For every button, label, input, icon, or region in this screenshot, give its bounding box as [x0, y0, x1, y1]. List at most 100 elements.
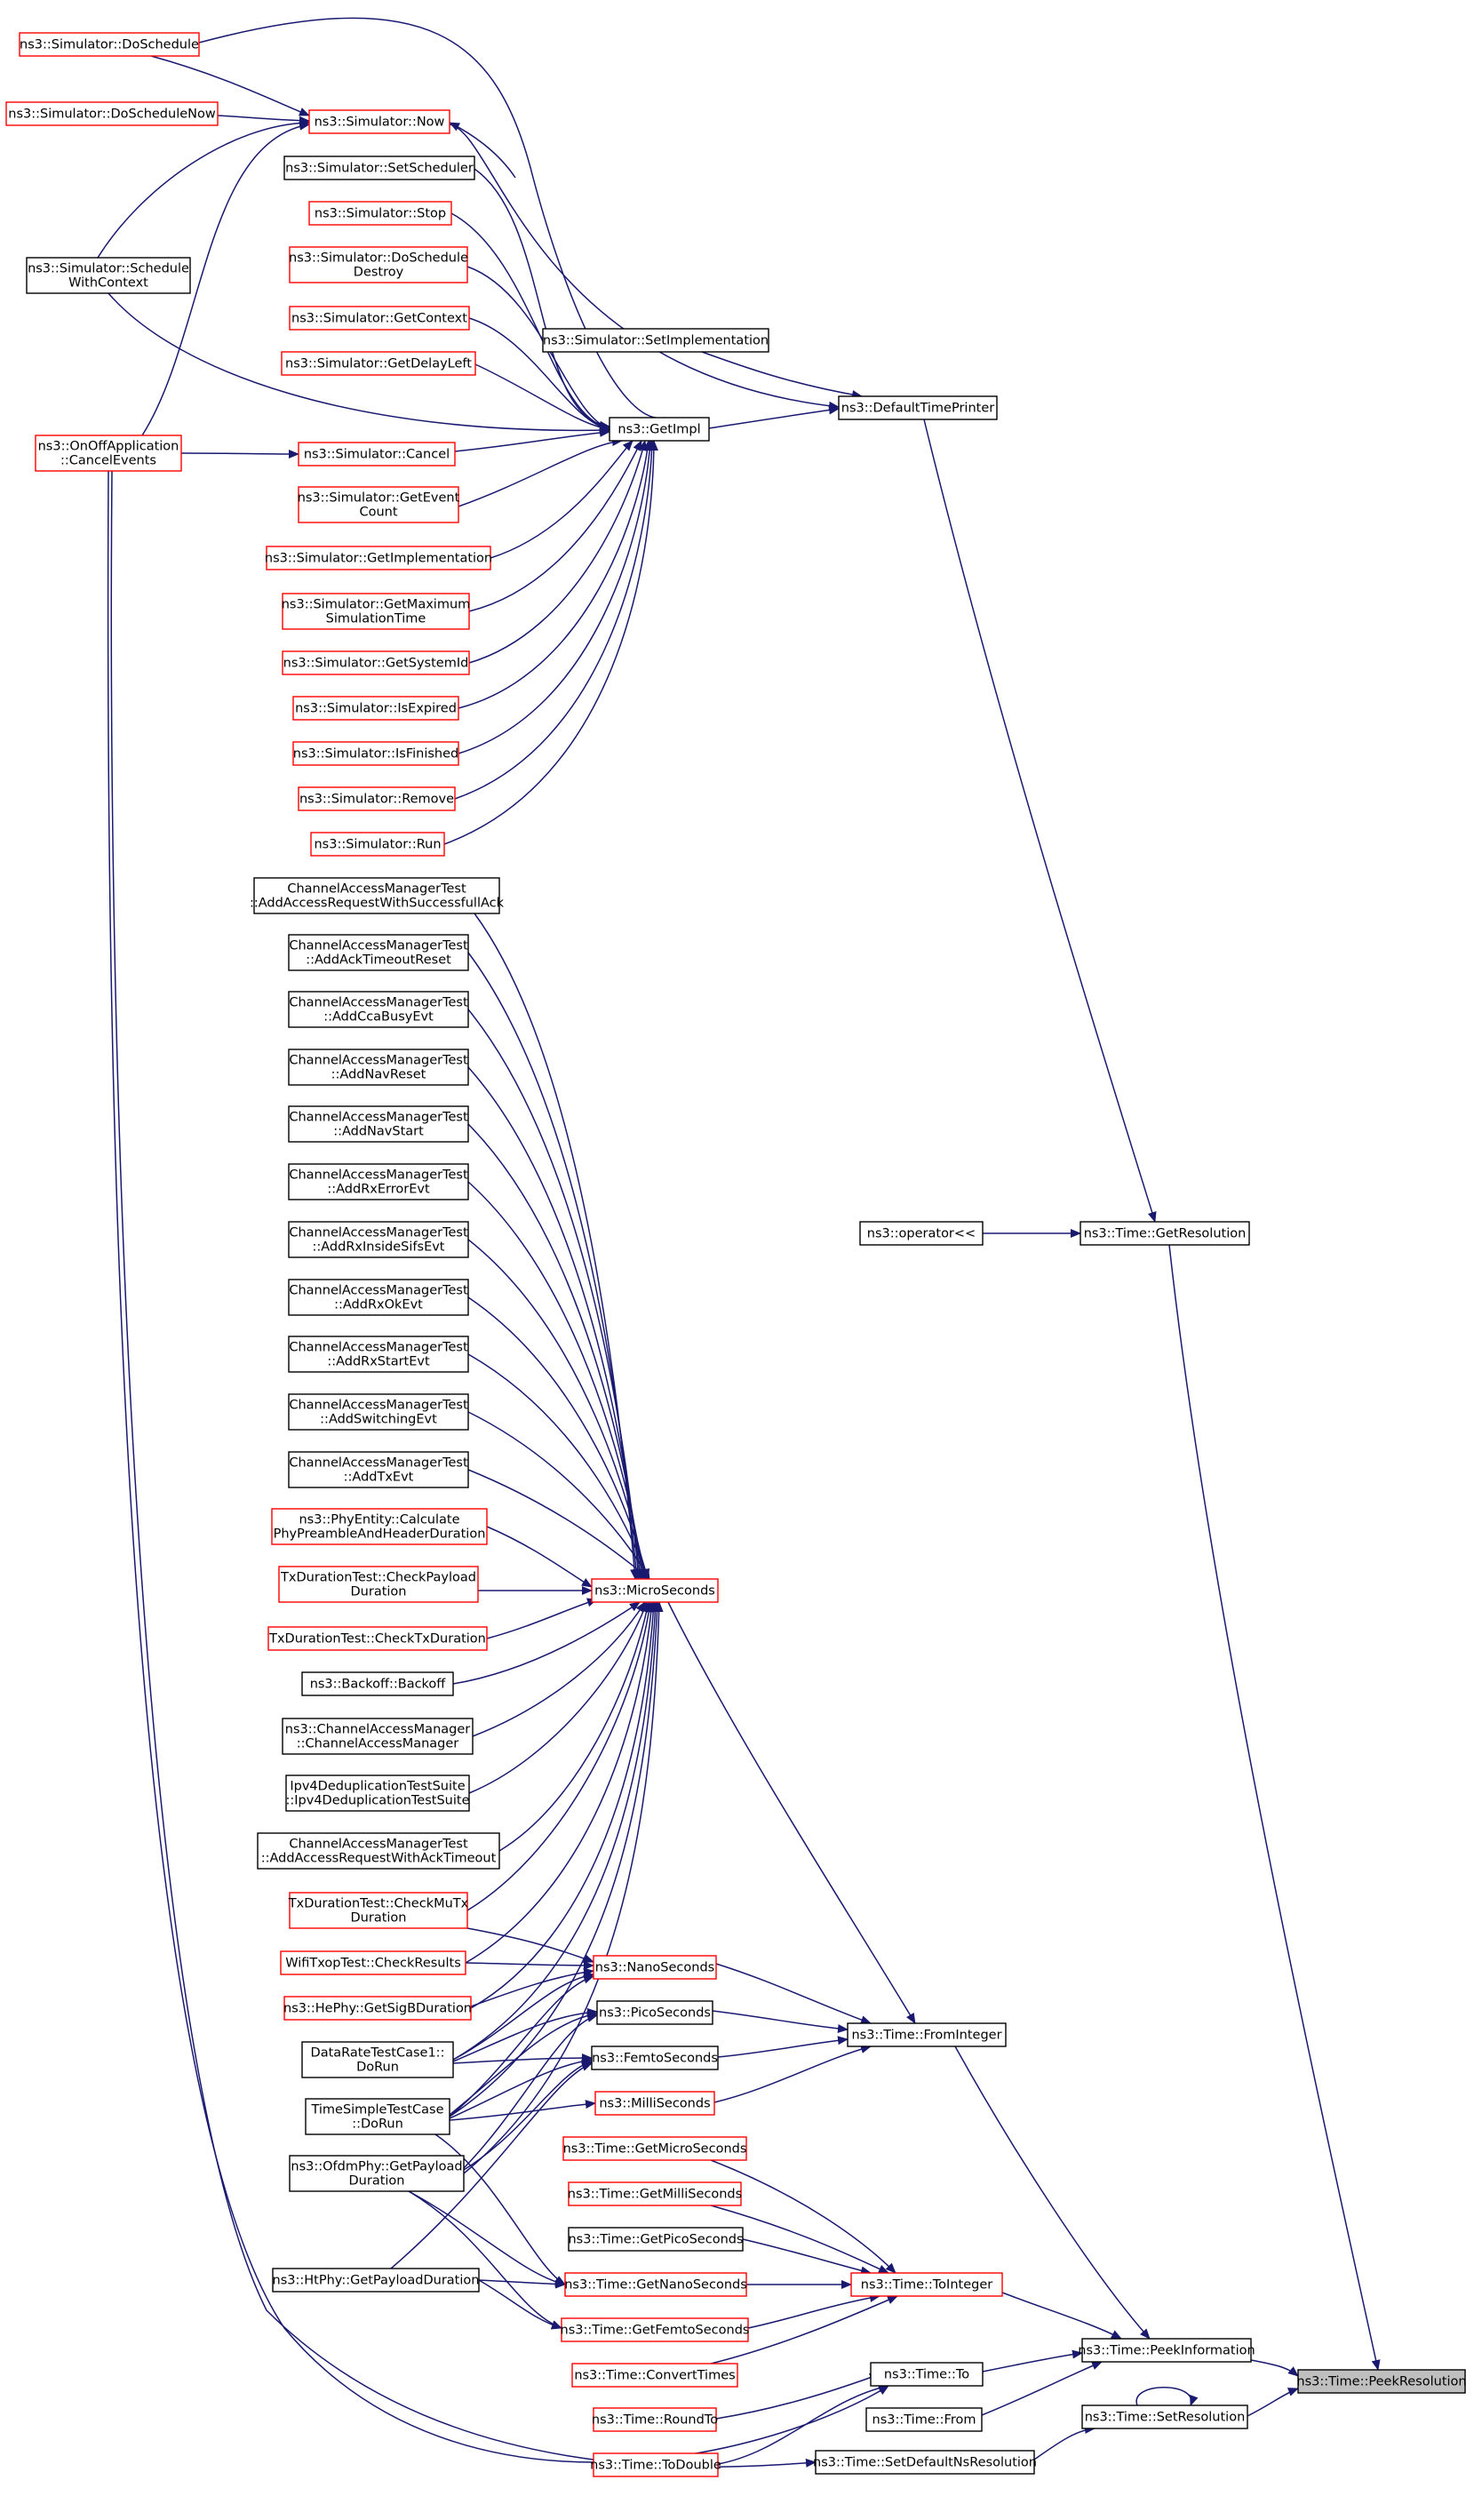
node-camt-succ[interactable]: ChannelAccessManagerTest::AddAccessReque…	[250, 877, 505, 914]
node-box[interactable]	[301, 2041, 454, 2078]
node-cam[interactable]: ns3::ChannelAccessManager::ChannelAccess…	[282, 1718, 474, 1755]
node-now[interactable]: ns3::Simulator::Now	[308, 109, 450, 134]
node-box[interactable]	[289, 306, 470, 331]
node-box[interactable]	[542, 328, 769, 353]
node-box[interactable]	[288, 934, 469, 971]
node-box[interactable]	[591, 2046, 719, 2070]
node-setres[interactable]: ns3::Time::SetResolution	[1081, 2404, 1248, 2429]
node-hephy[interactable]: ns3::HePhy::GetSigBDuration	[283, 1996, 472, 2021]
node-isexpired[interactable]: ns3::Simulator::IsExpired	[292, 696, 459, 721]
node-box[interactable]	[850, 2272, 1003, 2297]
node-box[interactable]	[288, 1221, 469, 1258]
node-box[interactable]	[288, 1105, 469, 1143]
node-box[interactable]	[267, 1626, 488, 1651]
node-box[interactable]	[305, 2098, 450, 2135]
node-box[interactable]	[19, 32, 200, 57]
node-camt-navreset[interactable]: ChannelAccessManagerTest::AddNavReset	[288, 1049, 469, 1086]
node-camt-cca[interactable]: ChannelAccessManagerTest::AddCcaBusyEvt	[288, 991, 469, 1028]
node-box[interactable]	[847, 2022, 1007, 2047]
node-box[interactable]	[1081, 2404, 1248, 2429]
node-box[interactable]	[289, 2155, 465, 2192]
node-femto[interactable]: ns3::FemtoSeconds	[591, 2046, 719, 2070]
node-box[interactable]	[272, 2268, 480, 2293]
node-box[interactable]	[815, 2450, 1035, 2475]
node-box[interactable]	[288, 1279, 469, 1316]
node-pico[interactable]: ns3::PicoSeconds	[596, 2000, 713, 2025]
node-peekinfo[interactable]: ns3::Time::PeekInformation	[1078, 2338, 1255, 2363]
node-box[interactable]	[593, 1955, 717, 1980]
node-getmicro[interactable]: ns3::Time::GetMicroSeconds	[562, 2136, 747, 2161]
node-box[interactable]	[564, 2272, 747, 2297]
node-getsysid[interactable]: ns3::Simulator::GetSystemId	[282, 650, 470, 675]
node-camt-rxerr[interactable]: ChannelAccessManagerTest::AddRxErrorEvt	[288, 1163, 469, 1200]
node-camt-tx[interactable]: ChannelAccessManagerTest::AddTxEvt	[288, 1451, 469, 1488]
node-box[interactable]	[568, 2227, 744, 2252]
node-deftp[interactable]: ns3::DefaultTimePrinter	[838, 395, 998, 420]
node-nano[interactable]: ns3::NanoSeconds	[593, 1955, 717, 1980]
node-getdelay[interactable]: ns3::Simulator::GetDelayLeft	[281, 351, 476, 376]
node-box[interactable]	[271, 1508, 488, 1545]
node-run[interactable]: ns3::Simulator::Run	[310, 832, 445, 857]
node-box[interactable]	[289, 1892, 468, 1929]
node-box[interactable]	[609, 417, 710, 442]
node-box[interactable]	[282, 650, 470, 675]
node-getmilli[interactable]: ns3::Time::GetMilliSeconds	[568, 2181, 742, 2206]
node-ipv4dedup[interactable]: Ipv4DeduplicationTestSuite::Ipv4Deduplic…	[285, 1774, 470, 1812]
node-getpico[interactable]: ns3::Time::GetPicoSeconds	[568, 2227, 744, 2252]
node-opstream[interactable]: ns3::operator<<	[859, 1221, 984, 1246]
node-getimpl[interactable]: ns3::GetImpl	[609, 417, 710, 442]
node-peekres[interactable]: ns3::Time::PeekResolution	[1296, 2369, 1467, 2394]
node-box[interactable]	[1297, 2369, 1466, 2394]
node-box[interactable]	[292, 696, 459, 721]
node-box[interactable]	[571, 2363, 738, 2388]
node-box[interactable]	[26, 257, 191, 294]
node-box[interactable]	[282, 593, 470, 630]
node-box[interactable]	[35, 435, 182, 472]
node-milli[interactable]: ns3::MilliSeconds	[594, 2091, 715, 2116]
node-box[interactable]	[298, 486, 459, 523]
node-ofdmphy[interactable]: ns3::OfdmPhy::GetPayloadDuration	[289, 2155, 465, 2192]
node-camt-rxok[interactable]: ChannelAccessManagerTest::AddRxOkEvt	[288, 1279, 469, 1316]
node-box[interactable]	[288, 1336, 469, 1373]
node-box[interactable]	[288, 1393, 469, 1431]
node-cancel[interactable]: ns3::Simulator::Cancel	[298, 442, 456, 467]
node-box[interactable]	[278, 1566, 479, 1603]
node-remove[interactable]: ns3::Simulator::Remove	[298, 786, 456, 811]
node-box[interactable]	[253, 877, 500, 914]
node-box[interactable]	[596, 2000, 713, 2025]
node-box[interactable]	[308, 201, 452, 226]
node-box[interactable]	[1080, 1221, 1250, 1246]
node-setdefns[interactable]: ns3::Time::SetDefaultNsResolution	[813, 2450, 1037, 2475]
node-box[interactable]	[266, 546, 491, 570]
node-setsched[interactable]: ns3::Simulator::SetScheduler	[283, 156, 475, 180]
node-setimpl[interactable]: ns3::Simulator::SetImplementation	[542, 328, 769, 353]
node-box[interactable]	[865, 2407, 983, 2432]
node-box[interactable]	[283, 156, 475, 180]
node-box[interactable]	[593, 2452, 719, 2477]
node-getnano[interactable]: ns3::Time::GetNanoSeconds	[564, 2272, 747, 2297]
node-box[interactable]	[288, 1049, 469, 1086]
node-micro[interactable]: ns3::MicroSeconds	[591, 1578, 719, 1603]
node-box[interactable]	[298, 786, 456, 811]
node-box[interactable]	[280, 1950, 466, 1975]
node-frominteger[interactable]: ns3::Time::FromInteger	[847, 2022, 1007, 2047]
node-box[interactable]	[568, 2181, 742, 2206]
node-box[interactable]	[594, 2091, 715, 2116]
node-box[interactable]	[838, 395, 998, 420]
node-camt-switch[interactable]: ChannelAccessManagerTest::AddSwitchingEv…	[288, 1393, 469, 1431]
node-datarate[interactable]: DataRateTestCase1::DoRun	[301, 2041, 454, 2078]
node-box[interactable]	[310, 832, 445, 857]
node-todouble[interactable]: ns3::Time::ToDouble	[590, 2452, 721, 2477]
node-box[interactable]	[593, 2407, 717, 2432]
node-box[interactable]	[288, 1451, 469, 1488]
node-wifitxop[interactable]: WifiTxopTest::CheckResults	[280, 1950, 466, 1975]
node-htphy[interactable]: ns3::HtPhy::GetPayloadDuration	[272, 2268, 480, 2293]
node-phyentity[interactable]: ns3::PhyEntity::CalculatePhyPreambleAndH…	[271, 1508, 488, 1545]
node-box[interactable]	[289, 246, 468, 283]
node-txd-tx[interactable]: TxDurationTest::CheckTxDuration	[267, 1626, 488, 1651]
